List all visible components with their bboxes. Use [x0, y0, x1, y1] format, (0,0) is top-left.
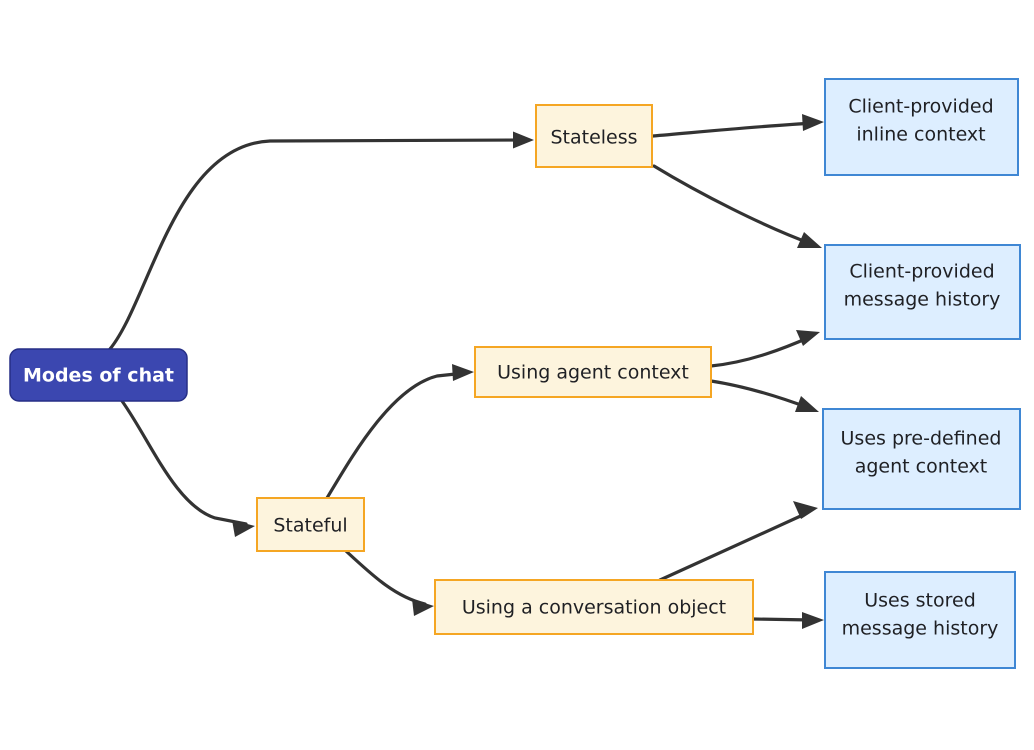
edge-path: [344, 549, 427, 606]
arrow-head: [797, 232, 822, 248]
arrow-head: [452, 364, 474, 381]
arrow-head: [796, 330, 820, 346]
edge-path: [709, 335, 812, 368]
edge-layer: [108, 114, 824, 629]
node-shape[interactable]: [535, 104, 653, 168]
node-client-provided-inline-context[interactable]: Client-provided inline context: [824, 78, 1019, 176]
arrow-head: [802, 612, 824, 629]
node-stateful[interactable]: Stateful: [256, 497, 365, 552]
node-shape[interactable]: [9, 348, 188, 402]
edge-stateless-to-inline: [651, 114, 824, 138]
edge-path: [651, 121, 817, 138]
arrow-head: [513, 131, 534, 149]
node-shape[interactable]: [822, 408, 1021, 510]
node-using-agent-context[interactable]: Using agent context: [474, 346, 712, 398]
edge-convobj-to-stored: [751, 612, 824, 629]
node-shape[interactable]: [256, 497, 365, 552]
edge-path: [120, 399, 248, 526]
edge-path: [652, 164, 814, 246]
node-shape[interactable]: [824, 244, 1021, 340]
arrow-head: [793, 501, 818, 519]
node-label-line1: Uses pre-defined: [841, 428, 1002, 450]
node-uses-stored-message-history[interactable]: Uses stored message history: [824, 571, 1016, 669]
arrow-head: [802, 114, 824, 131]
node-label: Using a conversation object: [462, 597, 726, 619]
node-uses-pre-defined-agent-context[interactable]: Uses pre-defined agent context: [822, 408, 1021, 510]
node-label-line1: Uses stored: [864, 590, 976, 612]
arrow-head: [795, 396, 819, 412]
edge-path: [658, 512, 807, 582]
node-label-line2: agent context: [855, 456, 988, 478]
edge-path: [709, 379, 811, 410]
node-shape[interactable]: [824, 78, 1019, 176]
node-shape[interactable]: [474, 346, 712, 398]
edge-root-to-stateless: [108, 131, 534, 351]
arrow-head: [412, 599, 434, 616]
node-label-line1: Client-provided: [848, 96, 993, 118]
node-label: Stateless: [550, 127, 637, 149]
arrow-head: [232, 520, 255, 537]
node-label-line2: message history: [844, 289, 1001, 311]
node-label-line1: Client-provided: [849, 261, 994, 283]
node-layer: Modes of chat Stateless Stateful Using a…: [9, 78, 1021, 669]
edge-stateful-to-agentctx: [325, 364, 474, 500]
node-label: Stateful: [273, 515, 347, 537]
edge-root-to-stateful: [120, 399, 255, 537]
edge-stateless-to-msghist: [652, 164, 822, 248]
edge-convobj-to-predef: [658, 501, 818, 582]
edge-path: [108, 138, 527, 351]
node-shape[interactable]: [824, 571, 1016, 669]
node-label-line2: inline context: [856, 124, 985, 146]
edge-path: [325, 371, 467, 500]
node-using-a-conversation-object[interactable]: Using a conversation object: [434, 579, 754, 635]
node-modes-of-chat[interactable]: Modes of chat: [9, 348, 188, 402]
edge-stateful-to-convobj: [344, 549, 434, 616]
edge-agentctx-to-msghist: [709, 330, 820, 368]
node-label-line2: message history: [842, 618, 999, 640]
node-shape[interactable]: [434, 579, 754, 635]
node-label: Modes of chat: [23, 365, 174, 387]
edge-agentctx-to-predef: [709, 379, 819, 412]
node-label: Using agent context: [497, 362, 689, 384]
node-stateless[interactable]: Stateless: [535, 104, 653, 168]
node-client-provided-message-history[interactable]: Client-provided message history: [824, 244, 1021, 340]
